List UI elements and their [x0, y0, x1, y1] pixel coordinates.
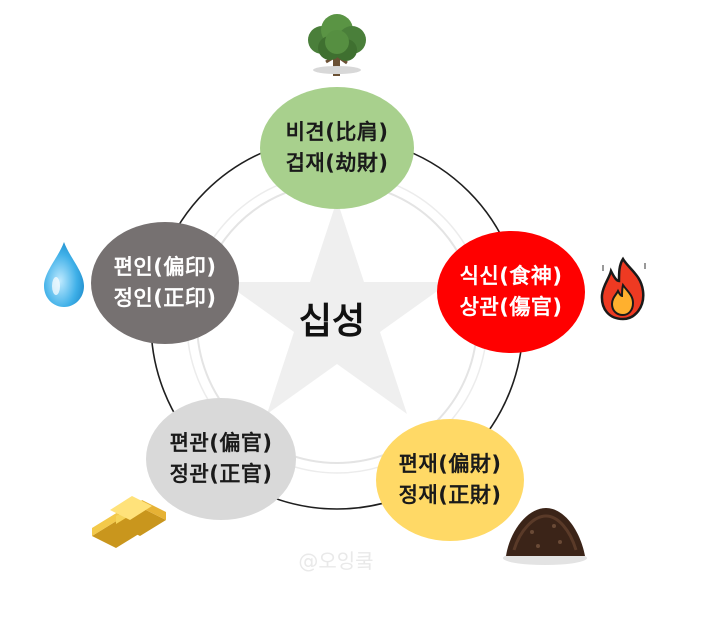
node-line-2: 상관(傷官)	[459, 295, 563, 319]
node-pyeongwan-jeonggwan: 편관(偏官) 정관(正官)	[146, 398, 296, 520]
node-line-1: 편인(偏印)	[113, 255, 217, 279]
watermark: @오잉쿸	[298, 549, 374, 573]
node-pyeonjae-jeongjae: 편재(偏財) 정재(正財)	[376, 419, 524, 541]
node-line-2: 정재(正財)	[398, 483, 502, 507]
center-title: 십성	[298, 301, 366, 342]
node-pyeonin-jeongin: 편인(偏印) 정인(正印)	[91, 222, 239, 344]
node-line-1: 식신(食神)	[459, 264, 563, 288]
gold-bars-icon	[92, 496, 166, 548]
fire-icon	[600, 256, 646, 321]
node-bigyeon-geopjae: 비견(比肩) 겁재(劫財)	[260, 87, 414, 209]
node-line-1: 편관(偏官)	[169, 431, 273, 455]
node-line-2: 겁재(劫財)	[285, 151, 389, 175]
tree-icon	[308, 14, 366, 76]
node-line-2: 정인(正印)	[113, 286, 217, 310]
water-drop-icon	[44, 242, 84, 307]
node-line-1: 비견(比肩)	[285, 120, 389, 144]
node-line-1: 편재(偏財)	[398, 452, 502, 476]
background-star	[224, 200, 450, 414]
node-siksin-sanggwan: 식신(食神) 상관(傷官)	[437, 231, 585, 353]
soil-icon	[503, 508, 587, 565]
node-line-2: 정관(正官)	[169, 462, 273, 486]
